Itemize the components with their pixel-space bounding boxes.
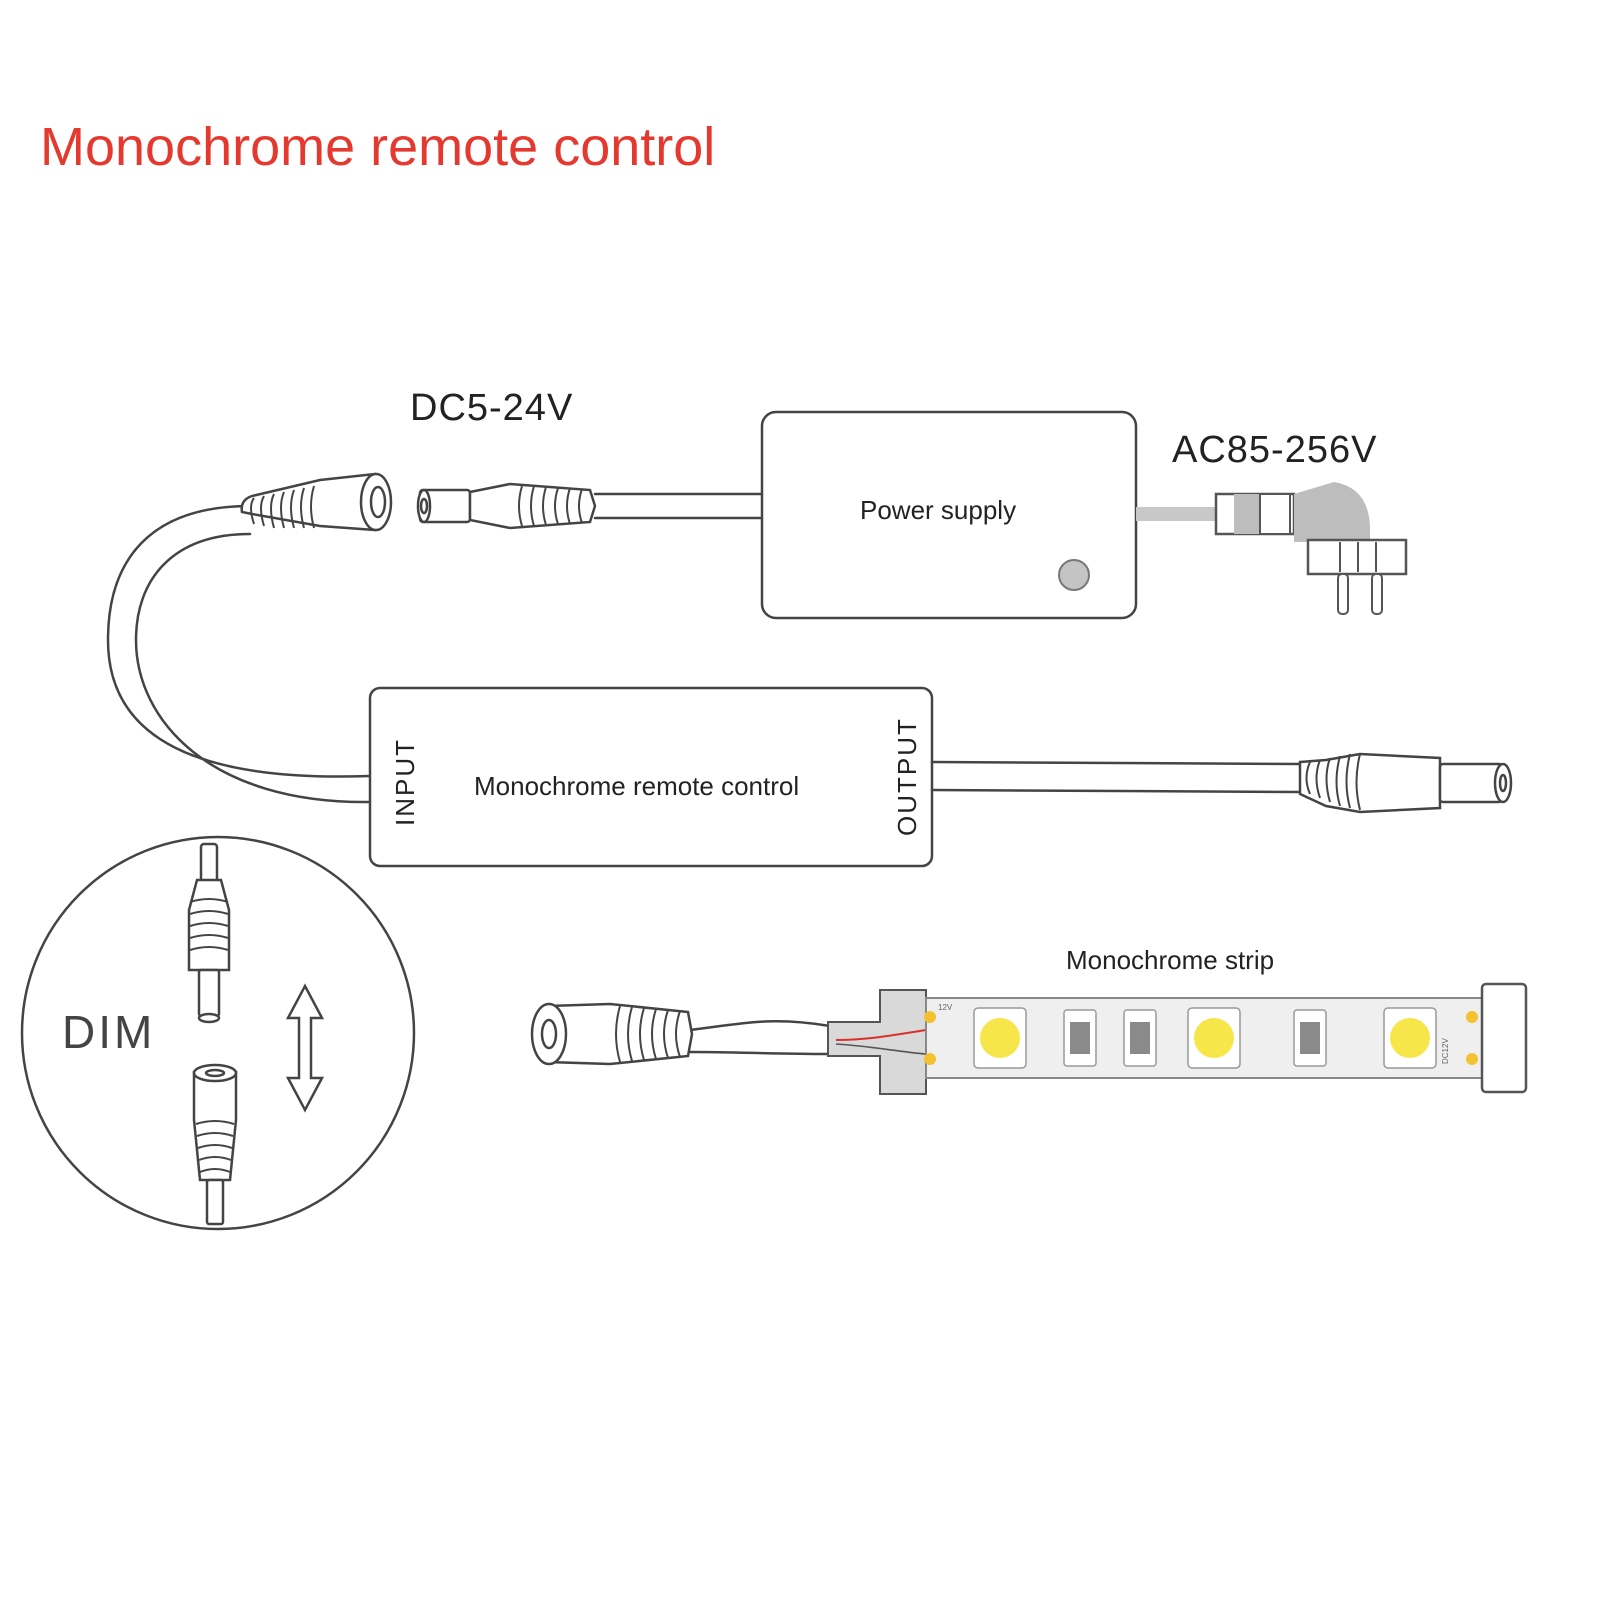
input-cable: [106, 504, 372, 804]
led-chip-icon: [1383, 1007, 1437, 1069]
strip-label: Monochrome strip: [1066, 945, 1274, 975]
dim-detail-circle: DIM: [20, 835, 416, 1231]
led-chip-icon: [1187, 1007, 1241, 1069]
dc-voltage-label: DC5-24V: [410, 387, 573, 429]
output-label: OUTPUT: [892, 717, 922, 836]
power-indicator-icon: [1058, 559, 1090, 591]
double-arrow-icon: [285, 983, 325, 1113]
dc-male-plug-icon: [416, 482, 764, 530]
dc-female-jack-icon: [240, 472, 393, 532]
diagram-title: Monochrome remote control: [40, 117, 715, 177]
power-supply-label: Power supply: [860, 495, 1016, 525]
dim-label: DIM: [62, 1006, 155, 1058]
dim-female-jack-icon: [192, 1063, 238, 1226]
power-plug-icon: [1136, 482, 1408, 615]
resistor-icon: [1063, 1009, 1097, 1067]
controller-name-label: Monochrome remote control: [474, 771, 799, 801]
power-supply-box: Power supply: [760, 410, 1138, 620]
dim-male-plug-icon: [187, 842, 231, 1024]
led-chip-icon: [973, 1007, 1027, 1069]
resistor-icon: [1123, 1009, 1157, 1067]
ac-voltage-label: AC85-256V: [1172, 429, 1377, 471]
output-dc-male-plug-icon: [1298, 752, 1513, 814]
strip-dc-female-jack-icon: [530, 1002, 832, 1066]
controller-box: INPUT Monochrome remote control OUTPUT: [368, 686, 934, 868]
led-strip: 12V DC12V: [924, 982, 1528, 1094]
input-label: INPUT: [390, 738, 420, 826]
output-cable: [930, 760, 1302, 794]
strip-right-voltage-label: DC12V: [1441, 1038, 1450, 1064]
strip-left-voltage-label: 12V: [938, 1003, 953, 1012]
strip-connector: [827, 989, 927, 1095]
resistor-icon: [1293, 1009, 1327, 1067]
